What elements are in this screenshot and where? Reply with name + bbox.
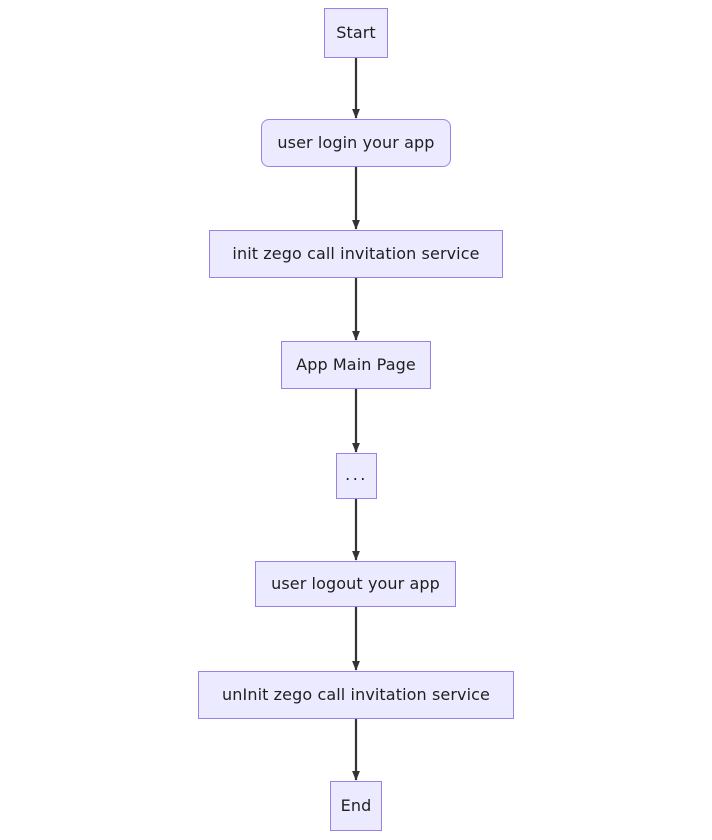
node-ellipsis-label: ... bbox=[345, 465, 368, 484]
node-init-service-label: init zego call invitation service bbox=[232, 244, 480, 263]
node-user-logout-label: user logout your app bbox=[271, 574, 440, 593]
node-user-logout[interactable]: user logout your app bbox=[255, 561, 456, 607]
node-start[interactable]: Start bbox=[324, 8, 388, 58]
node-app-main-page-label: App Main Page bbox=[296, 355, 416, 374]
node-end-label: End bbox=[340, 796, 372, 815]
node-user-login[interactable]: user login your app bbox=[261, 119, 451, 167]
node-uninit-service[interactable]: unInit zego call invitation service bbox=[198, 671, 514, 719]
node-end[interactable]: End bbox=[330, 781, 382, 831]
node-uninit-service-label: unInit zego call invitation service bbox=[222, 685, 490, 704]
node-user-login-label: user login your app bbox=[277, 133, 435, 152]
node-ellipsis[interactable]: ... bbox=[336, 453, 377, 499]
node-init-service[interactable]: init zego call invitation service bbox=[209, 230, 503, 278]
node-app-main-page[interactable]: App Main Page bbox=[281, 341, 431, 389]
node-start-label: Start bbox=[336, 23, 376, 42]
